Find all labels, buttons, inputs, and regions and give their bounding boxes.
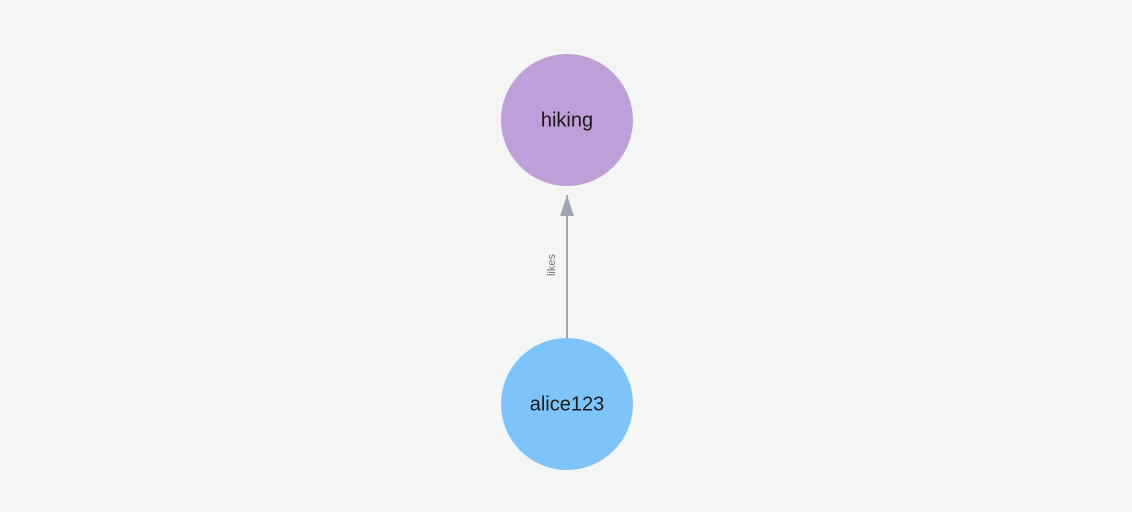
edge-label: likes	[546, 254, 558, 277]
node-alice123-circle[interactable]	[501, 338, 633, 470]
edge-alice123-likes-hiking[interactable]: likes	[546, 195, 574, 338]
node-alice123[interactable]: alice123	[501, 338, 633, 470]
node-group: hiking alice123	[501, 54, 633, 470]
edge-group: likes	[546, 195, 574, 338]
node-hiking-circle[interactable]	[501, 54, 633, 186]
node-alice123-label: alice123	[530, 393, 605, 415]
node-hiking-label: hiking	[541, 109, 593, 131]
node-hiking[interactable]: hiking	[501, 54, 633, 186]
arrow-head-icon	[560, 195, 574, 216]
